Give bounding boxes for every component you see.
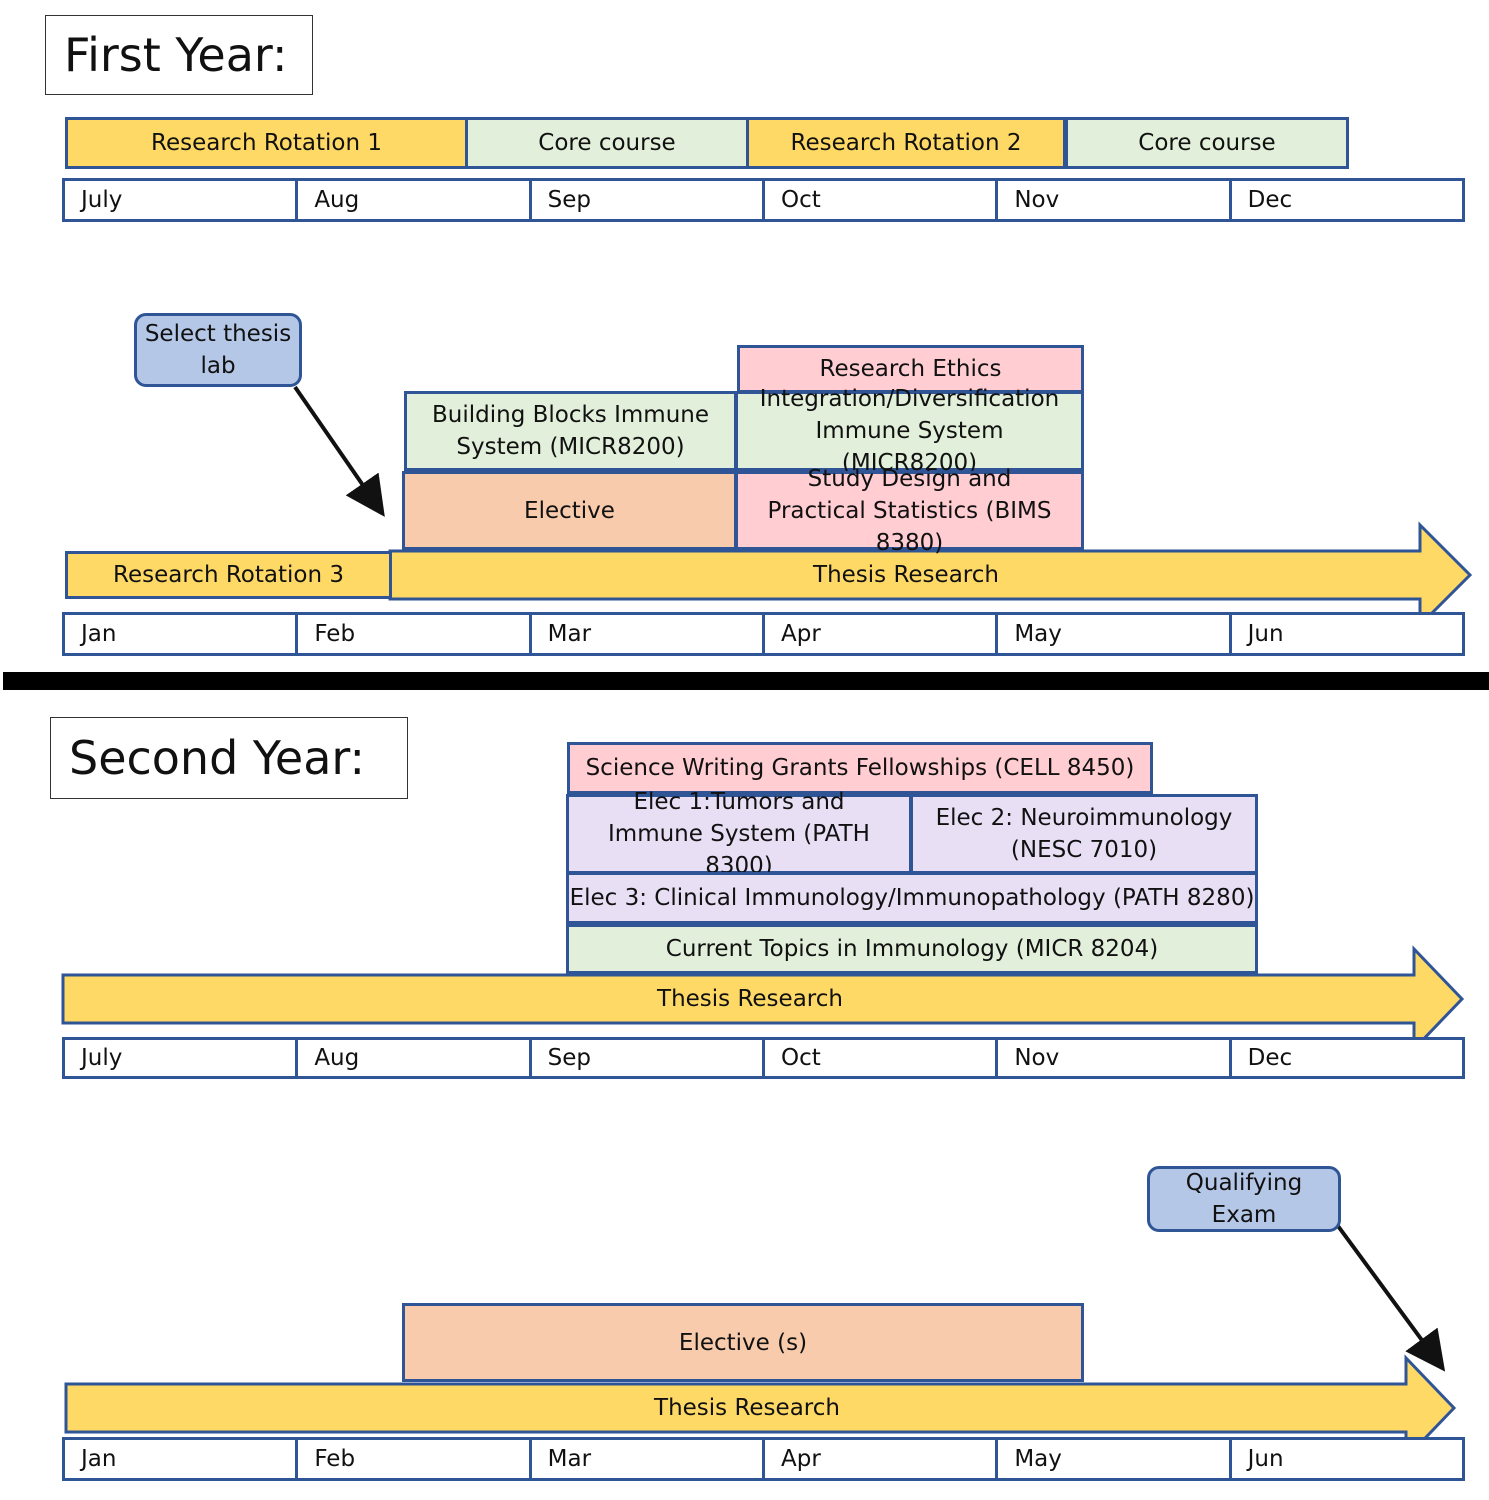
- thesis-research-arrow-y2-fall: [61, 945, 1465, 1053]
- month-label: Sep: [528, 1040, 762, 1076]
- month-label: Jun: [1228, 615, 1462, 653]
- research-rotation-1-block: Research Rotation 1: [65, 117, 468, 169]
- month-label: Aug: [295, 181, 528, 219]
- select-thesis-lab-pointer: [293, 385, 385, 517]
- month-row-y2-spring: Jan Feb Mar Apr May Jun: [62, 1437, 1465, 1481]
- month-label: Feb: [295, 615, 528, 653]
- integration-diversification-block: Integration/Diversification Immune Syste…: [735, 386, 1084, 476]
- elective-s-block: Elective (s): [402, 1303, 1084, 1382]
- month-label: Apr: [761, 1440, 995, 1478]
- qualifying-exam-callout: Qualifying Exam: [1147, 1166, 1341, 1232]
- month-label: Apr: [761, 615, 995, 653]
- research-rotation-3-block: Research Rotation 3: [65, 551, 392, 599]
- month-label: Dec: [1228, 1040, 1462, 1076]
- first-year-title: First Year:: [45, 15, 313, 95]
- building-blocks-block: Building Blocks Immune System (MICR8200): [404, 391, 737, 471]
- research-rotation-2-block: Research Rotation 2: [746, 117, 1066, 169]
- second-year-title: Second Year:: [50, 717, 408, 799]
- core-course-block-1: Core course: [465, 117, 749, 169]
- thesis-research-label: Thesis Research: [657, 986, 843, 1012]
- month-label: Mar: [528, 1440, 762, 1478]
- elec1-block: Elec 1:Tumors and Immune System (PATH 83…: [566, 789, 912, 879]
- month-row-y1-fall: July Aug Sep Oct Nov Dec: [62, 178, 1465, 222]
- research-ethics-block: Research Ethics: [737, 345, 1084, 393]
- month-label: Dec: [1228, 181, 1462, 219]
- month-label: July: [81, 187, 123, 213]
- month-label: Mar: [528, 615, 762, 653]
- thesis-research-arrow-y2-spring: [64, 1354, 1457, 1462]
- month-label: Jun: [1228, 1440, 1462, 1478]
- study-design-block: Study Design and Practical Statistics (B…: [735, 466, 1084, 556]
- year-divider: [3, 672, 1489, 690]
- month-label: Oct: [761, 181, 995, 219]
- current-topics-block: Current Topics in Immunology (MICR 8204): [566, 924, 1258, 974]
- month-label: May: [995, 615, 1228, 653]
- month-label: Aug: [295, 1040, 528, 1076]
- month-label: Feb: [295, 1440, 528, 1478]
- month-label: Sep: [528, 181, 762, 219]
- thesis-research-label: Thesis Research: [654, 1395, 840, 1421]
- month-label: July: [81, 1045, 123, 1071]
- science-writing-block: Science Writing Grants Fellowships (CELL…: [567, 742, 1153, 794]
- month-label: Nov: [995, 181, 1228, 219]
- thesis-research-label: Thesis Research: [813, 562, 999, 588]
- elec2-block: Elec 2: Neuroimmunology (NESC 7010): [910, 794, 1258, 874]
- elective-block: Elective: [402, 471, 737, 550]
- month-row-y1-spring: Jan Feb Mar Apr May Jun: [62, 612, 1465, 656]
- month-label: Jan: [81, 1446, 117, 1472]
- thesis-research-arrow-y1-spring: [388, 521, 1473, 629]
- qualifying-exam-pointer: [1336, 1224, 1446, 1372]
- elec3-block: Elec 3: Clinical Immunology/Immunopathol…: [566, 872, 1258, 924]
- month-label: Nov: [995, 1040, 1228, 1076]
- month-label: May: [995, 1440, 1228, 1478]
- month-label: Oct: [761, 1040, 995, 1076]
- month-label: Jan: [81, 621, 117, 647]
- select-thesis-lab-callout: Select thesis lab: [134, 313, 302, 387]
- core-course-block-2: Core course: [1065, 117, 1349, 169]
- month-row-y2-fall: July Aug Sep Oct Nov Dec: [62, 1037, 1465, 1079]
